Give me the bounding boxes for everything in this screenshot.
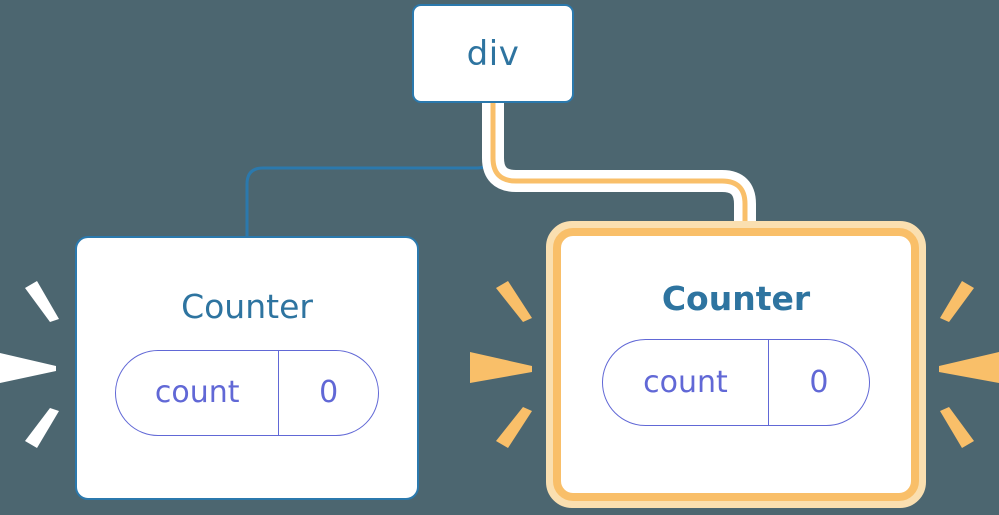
sparkle-ray-upper (940, 281, 974, 322)
wire-div-to-right-counter (490, 103, 748, 234)
sparkle-ray-lower (940, 407, 974, 448)
counter-node-left-state-key: count (154, 375, 240, 410)
counter-node-left-state-pill: count 0 (115, 350, 379, 436)
sparkle-ray-middle (0, 353, 56, 383)
sparkle-ray-lower (496, 407, 532, 448)
sparkle-ray-middle (470, 352, 532, 383)
sparkles-left-of-left-counter (0, 281, 59, 448)
counter-node-right[interactable]: Counter count 0 (546, 221, 926, 508)
sparkle-ray-middle (939, 352, 999, 383)
counter-node-left-title: Counter (181, 287, 313, 326)
counter-node-right-title: Counter (661, 279, 811, 318)
counter-node-right-inner: Counter count 0 (553, 228, 919, 501)
counter-node-left-state-value: 0 (278, 351, 378, 435)
sparkle-ray-lower (25, 408, 59, 448)
div-node-label: div (466, 33, 520, 74)
counter-node-right-state-pill: count 0 (602, 339, 870, 426)
wire-div-to-left-counter (245, 101, 495, 239)
sparkles-right-of-right-counter (939, 281, 999, 448)
wire-div-to-right-counter-halo (482, 103, 756, 234)
sparkle-ray-upper (496, 281, 532, 322)
sparkles-right-of-left-counter (470, 281, 532, 448)
counter-node-right-state-key: count (643, 364, 728, 400)
sparkle-ray-upper (25, 281, 59, 322)
counter-node-right-state-value: 0 (767, 340, 869, 425)
div-node[interactable]: div (412, 4, 574, 103)
counter-node-left[interactable]: Counter count 0 (75, 236, 419, 500)
